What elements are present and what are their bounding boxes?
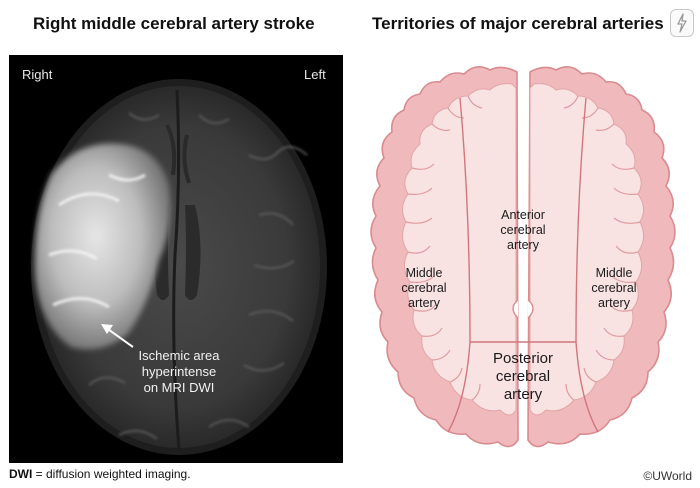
anterior-cerebral-artery-label: Anterior cerebral artery: [477, 208, 569, 253]
middle-cerebral-artery-right-label: Middle cerebral artery: [574, 266, 654, 311]
region-label-line: artery: [507, 238, 539, 252]
region-label-line: artery: [408, 296, 440, 310]
posterior-cerebral-artery-label: Posterior cerebral artery: [478, 350, 568, 404]
region-label-line: cerebral: [495, 368, 551, 385]
region-label-line: Anterior: [501, 208, 545, 222]
middle-cerebral-artery-left-label: Middle cerebral artery: [379, 266, 469, 311]
footnote: DWI = diffusion weighted imaging.: [9, 467, 191, 481]
orientation-label-right: Right: [22, 67, 53, 82]
footnote-text: = diffusion weighted imaging.: [32, 467, 191, 481]
region-label-line: artery: [598, 296, 630, 310]
region-label-line: Middle: [405, 266, 443, 280]
mri-dwi-image: Right Left Ischemic area hyperintense on…: [9, 55, 343, 463]
lightning-icon: [677, 13, 687, 33]
footnote-abbreviation: DWI: [9, 467, 33, 481]
copyright-notice: ©UWorld: [643, 469, 692, 483]
callout-line: hyperintense: [141, 364, 217, 379]
region-label-line: cerebral: [500, 223, 546, 237]
region-label-line: artery: [503, 386, 543, 403]
territories-panel-title: Territories of major cerebral arteries: [372, 14, 664, 33]
region-label-line: Posterior: [492, 350, 554, 367]
region-label-line: cerebral: [401, 281, 447, 295]
flash-icon[interactable]: [670, 9, 694, 37]
cerebral-territories-diagram: Anterior cerebral artery Middle cerebral…: [352, 60, 694, 460]
mri-panel-title: Right middle cerebral artery stroke: [33, 14, 315, 33]
callout-line: on MRI DWI: [143, 380, 215, 395]
ischemic-area-callout: Ischemic area hyperintense on MRI DWI: [124, 348, 234, 396]
region-label-line: cerebral: [591, 281, 637, 295]
orientation-label-left: Left: [304, 67, 326, 82]
callout-line: Ischemic area: [138, 348, 220, 363]
region-label-line: Middle: [595, 266, 633, 280]
